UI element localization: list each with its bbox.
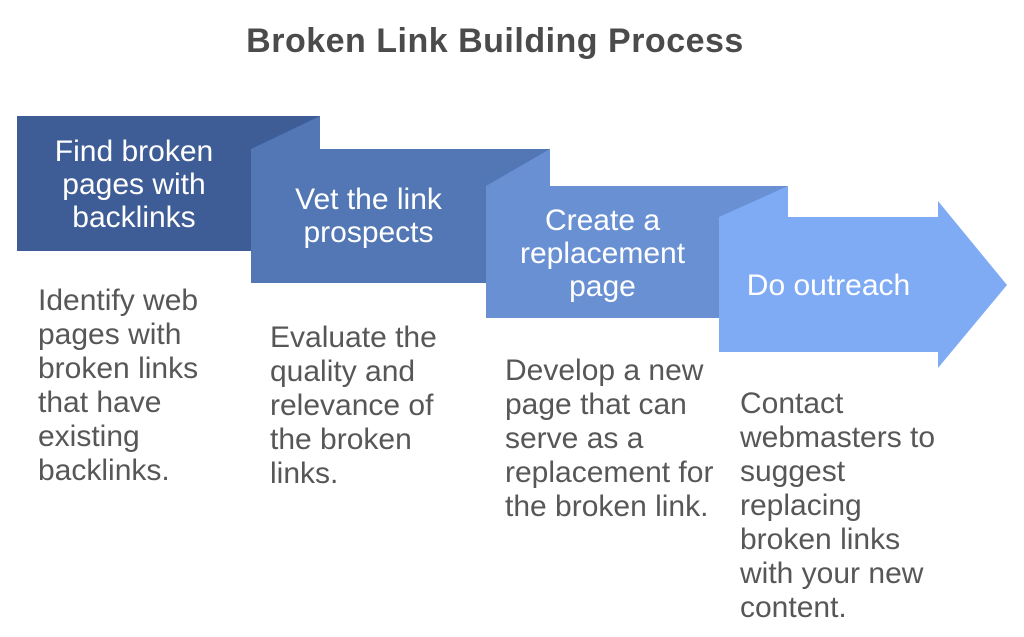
step-arrow-3 [486, 149, 788, 318]
step-arrow-1 [17, 116, 320, 251]
step-description-3: Develop a new page that can serve as a r… [505, 354, 714, 523]
step-description-1: Identify web pages with broken links tha… [38, 284, 199, 487]
step-description-4: Contact webmasters to suggest replacing … [740, 387, 936, 624]
step-label-2: Vet the link prospects [295, 183, 442, 249]
step-arrow-2 [251, 116, 550, 283]
step-label-3: Create a replacement page [519, 204, 686, 303]
step-label-4: Do outreach [746, 269, 911, 302]
diagram-title: Broken Link Building Process [246, 22, 744, 60]
step-arrow-4 [719, 186, 1007, 368]
step-label-1: Find broken pages with backlinks [54, 135, 214, 234]
step-description-2: Evaluate the quality and relevance of th… [270, 321, 437, 490]
